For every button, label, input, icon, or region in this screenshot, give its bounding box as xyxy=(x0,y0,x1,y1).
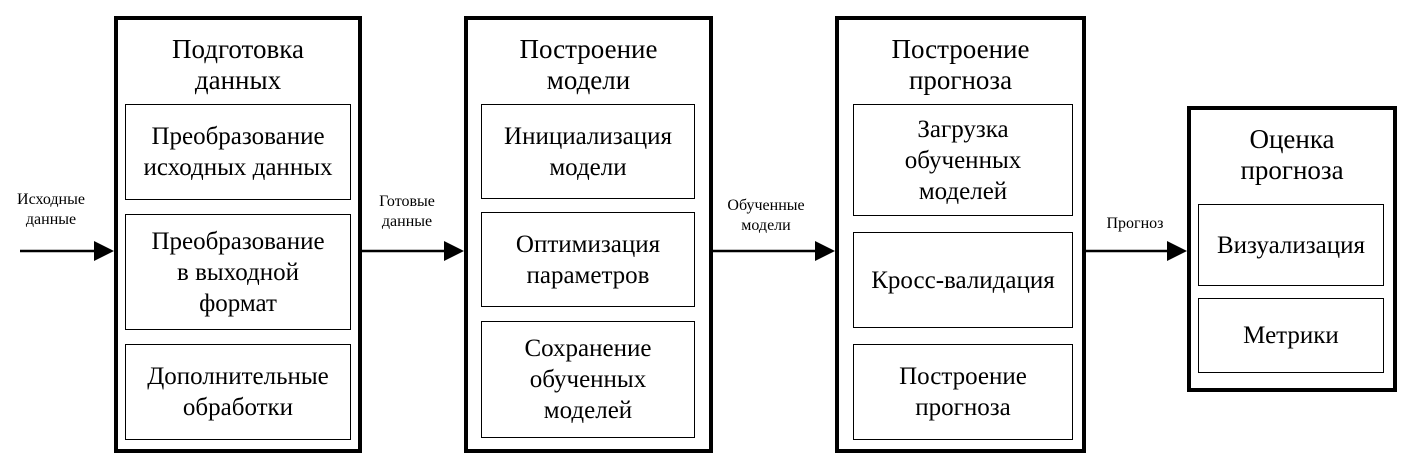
flow-label-ready-data: Готовые данные xyxy=(379,193,435,230)
step-build-forecast: Построение прогноза xyxy=(853,344,1073,440)
step-transform-output: Преобразование в выходной формат xyxy=(125,214,351,330)
step-additional-processing: Дополнительные обработки xyxy=(125,344,351,440)
step-model-init: Инициализация модели xyxy=(481,104,695,199)
step-metrics: Метрики xyxy=(1198,298,1384,373)
stage-title: Оценка прогноза xyxy=(1240,124,1344,185)
flow-arrowhead-3 xyxy=(1167,241,1187,261)
flow-arrowhead-2 xyxy=(815,241,835,261)
flow-arrowhead-1 xyxy=(444,241,464,261)
flow-label-forecast: Прогноз xyxy=(1106,215,1164,232)
step-save-models: Сохранение обученных моделей xyxy=(481,321,695,438)
step-transform-source: Преобразование исходных данных xyxy=(125,104,351,200)
stage-title: Подготовка данных xyxy=(172,34,304,95)
step-cross-validation: Кросс-валидация xyxy=(853,232,1073,328)
flow-label-trained-models: Обученные модели xyxy=(727,197,805,234)
step-load-models: Загрузка обученных моделей xyxy=(853,104,1073,216)
input-label: Исходные данные xyxy=(17,191,85,228)
step-parameter-optimization: Оптимизация параметров xyxy=(481,212,695,307)
stage-title: Построение модели xyxy=(519,34,658,95)
input-arrowhead xyxy=(94,241,114,261)
stage-title: Построение прогноза xyxy=(891,34,1030,95)
step-visualization: Визуализация xyxy=(1198,204,1384,286)
